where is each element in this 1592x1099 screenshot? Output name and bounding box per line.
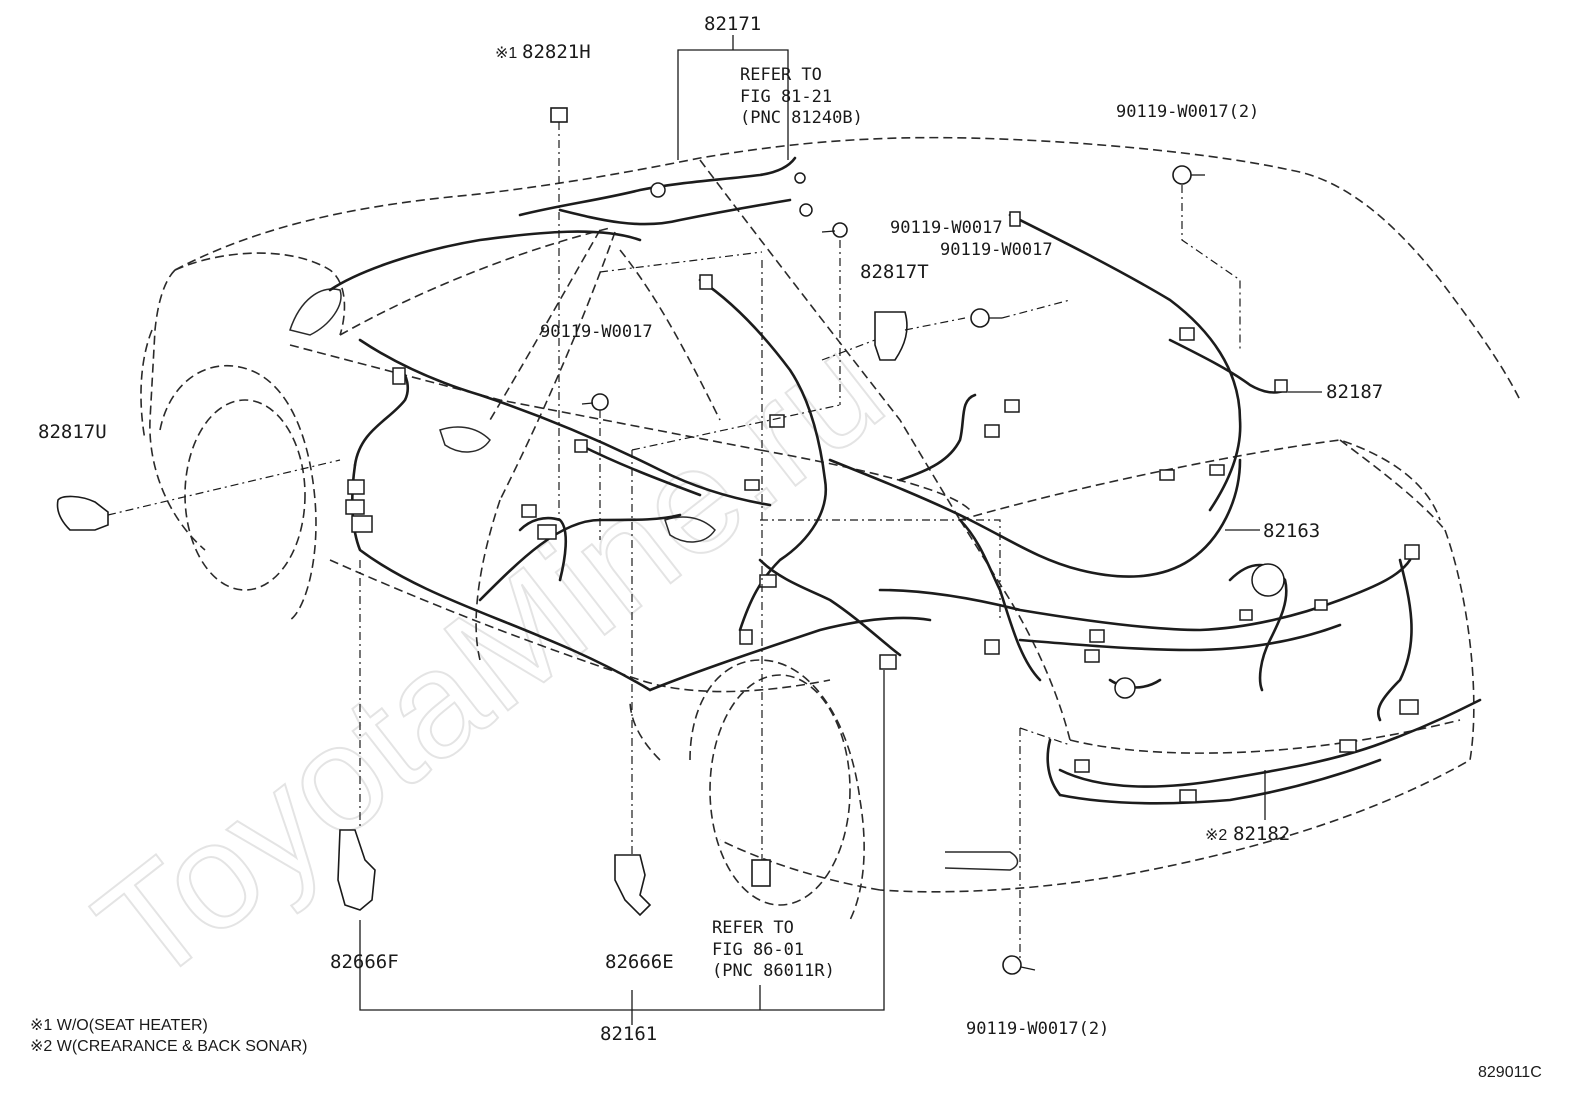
refer-fig-86-line3: (PNC 86011R) <box>712 961 835 981</box>
bolt-icon <box>581 165 1205 975</box>
watermark: ToyotaMine.ru <box>66 303 912 1015</box>
callout-82817U: 82817U <box>38 421 107 443</box>
bracket-icon <box>874 311 908 361</box>
refer-fig-81-line2: FIG 81-21 <box>740 87 832 107</box>
footnote-2: ※2 W(CREARANCE & BACK SONAR) <box>30 1038 307 1055</box>
clip-icon <box>751 859 771 887</box>
bracket-icon <box>56 495 109 531</box>
callout-82187: 82187 <box>1326 381 1383 403</box>
refer-fig-81-line3: (PNC 81240B) <box>740 108 863 128</box>
callout-bolt-top-right: 90119-W0017(2) <box>1116 102 1259 122</box>
refer-fig-86-line1: REFER TO <box>712 918 794 938</box>
bracket-icon <box>337 829 376 911</box>
callout-82163: 82163 <box>1263 520 1320 542</box>
callout-bolt-a: 90119-W0017 <box>890 218 1003 238</box>
callout-82666E: 82666E <box>605 951 674 973</box>
refer-fig-86-line2: FIG 86-01 <box>712 940 804 960</box>
callout-82821H: 82821H <box>522 41 591 63</box>
callout-82817T: 82817T <box>860 261 929 283</box>
callout-82182: 82182 <box>1233 823 1290 845</box>
callout-82821H-mark: ※1 <box>495 45 517 62</box>
callout-bolt-b: 90119-W0017 <box>940 240 1053 260</box>
leader-lines <box>359 35 1322 1025</box>
connector-icon <box>345 172 1420 803</box>
callout-bolt-bottom: 90119-W0017(2) <box>966 1019 1109 1039</box>
bracket-icon <box>614 854 652 917</box>
clip-icon <box>550 107 568 123</box>
callout-82182-mark: ※2 <box>1205 827 1227 844</box>
callout-bolt-c: 90119-W0017 <box>540 322 653 342</box>
callout-82666F: 82666F <box>330 951 399 973</box>
callout-82161: 82161 <box>600 1023 657 1045</box>
footnote-1: ※1 W/O(SEAT HEATER) <box>30 1017 208 1034</box>
callout-82171: 82171 <box>704 13 761 35</box>
car-body-outline-icon <box>140 136 1521 921</box>
refer-fig-81-line1: REFER TO <box>740 65 822 85</box>
figure-number: 829011C <box>1478 1064 1542 1081</box>
dashed-leaders <box>107 122 1241 960</box>
